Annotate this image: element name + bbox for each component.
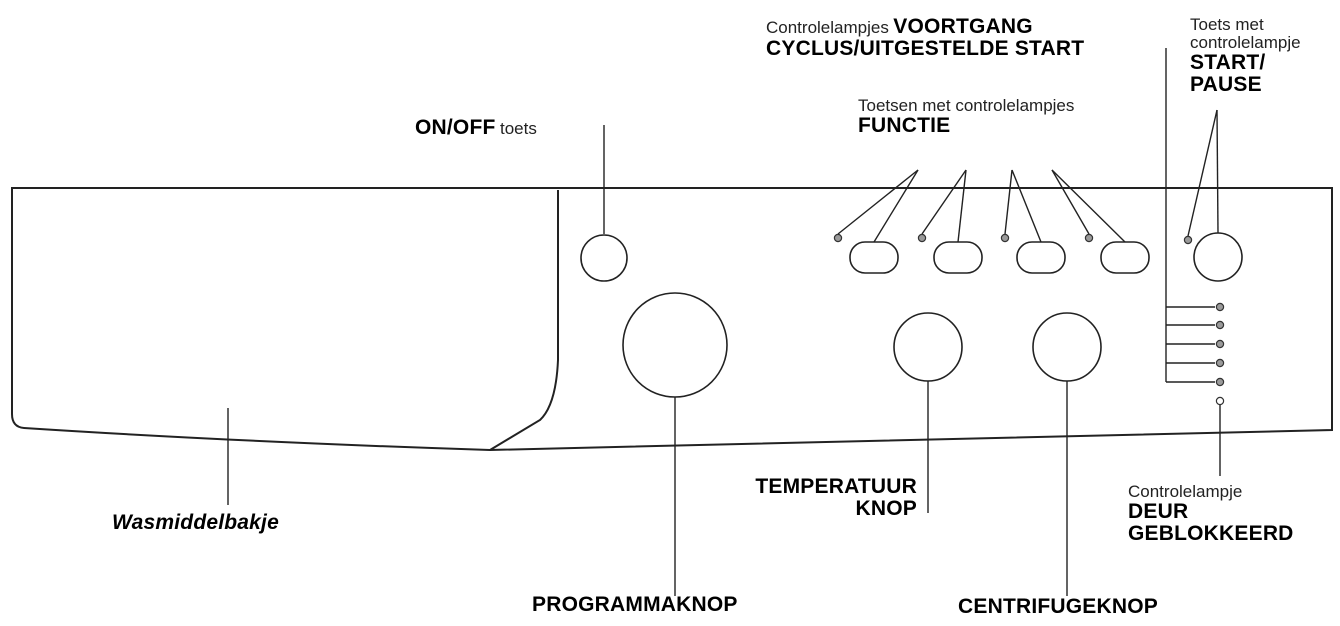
label-centrifugeknop: CENTRIFUGEKNOP [958, 595, 1158, 618]
leader-functie-1a [837, 169, 919, 235]
detergent-drawer-divider [489, 190, 559, 451]
progress-lamp-4 [1215, 358, 1225, 368]
leader-functie-3b [1011, 169, 1042, 243]
label-programmaknop: PROGRAMMAKNOP [532, 593, 738, 616]
leader-functie-4a [1051, 169, 1090, 235]
function-lamp-3 [1000, 233, 1010, 243]
label-deur: Controlelampje DEUR GEBLOKKEERD [1128, 482, 1294, 545]
label-wasmiddelbakje: Wasmiddelbakje [112, 511, 279, 534]
temperature-knob[interactable] [893, 312, 963, 382]
spin-knob[interactable] [1032, 312, 1102, 382]
leader-start-a [1187, 109, 1218, 237]
program-knob[interactable] [622, 292, 728, 398]
function-lamp-1 [833, 233, 843, 243]
function-button-1[interactable] [849, 241, 899, 274]
label-start-pause: Toets met controlelampje START/ PAUSE [1190, 15, 1301, 96]
label-voortgang: Controlelampjes VOORTGANG CYCLUS/UITGEST… [766, 15, 1085, 61]
start-pause-lamp [1183, 235, 1193, 245]
progress-lamp-3 [1215, 339, 1225, 349]
label-functie: Toetsen met controlelampjes FUNCTIE [858, 96, 1075, 137]
progress-lamp-2 [1215, 320, 1225, 330]
leader-start-b [1216, 109, 1219, 234]
function-lamp-2 [917, 233, 927, 243]
progress-lamp-1 [1215, 302, 1225, 312]
leader-functie-3a [1004, 169, 1013, 235]
leader-functie-4b [1051, 169, 1126, 243]
control-panel-outline [11, 187, 1333, 452]
leader-functie-1b [873, 169, 919, 243]
label-on-off: ON/OFF toets [415, 116, 537, 139]
leader-functie-2a [921, 169, 967, 235]
progress-lamp-5 [1215, 377, 1225, 387]
leader-functie-2b [957, 169, 967, 243]
label-temperatuur: TEMPERATUUR KNOP [755, 475, 917, 521]
function-button-4[interactable] [1100, 241, 1150, 274]
function-button-3[interactable] [1016, 241, 1066, 274]
function-lamp-4 [1084, 233, 1094, 243]
door-locked-lamp [1215, 396, 1225, 406]
function-button-2[interactable] [933, 241, 983, 274]
start-pause-button[interactable] [1193, 232, 1243, 282]
on-off-button[interactable] [580, 234, 628, 282]
